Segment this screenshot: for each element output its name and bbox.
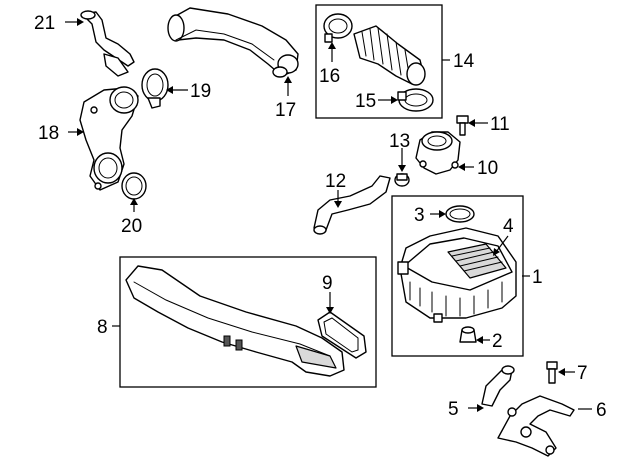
gasket-part bbox=[121, 172, 147, 200]
callout-18-label: 18 bbox=[38, 123, 59, 144]
callout-9-label: 9 bbox=[322, 273, 333, 294]
callout-14-label: 14 bbox=[453, 51, 475, 72]
callout-19-label: 19 bbox=[190, 81, 211, 102]
outlet-hose-part bbox=[353, 25, 426, 86]
callout-10-label: 10 bbox=[477, 158, 498, 179]
mount-bracket-part bbox=[497, 395, 575, 457]
callout-5-label: 5 bbox=[448, 399, 459, 420]
intake-tube-part bbox=[167, 7, 299, 77]
callout-11-label: 11 bbox=[490, 114, 510, 135]
bolt-7-part bbox=[546, 361, 558, 384]
clamp-16-part bbox=[323, 13, 353, 43]
callout-3-label: 3 bbox=[414, 205, 425, 226]
air-cleaner-housing-part bbox=[397, 227, 517, 323]
callout-7-label: 7 bbox=[577, 363, 588, 384]
callout-1-label: 1 bbox=[532, 267, 543, 288]
callout-16-label: 16 bbox=[319, 66, 340, 87]
bolt-11-part bbox=[456, 115, 469, 136]
seal-ring-part bbox=[445, 205, 475, 223]
clamp-17-part bbox=[272, 66, 288, 78]
callout-6-label: 6 bbox=[596, 400, 607, 421]
callout-13-label: 13 bbox=[389, 131, 410, 152]
clamp-15-part bbox=[397, 88, 434, 112]
callout-12-label: 12 bbox=[325, 171, 346, 192]
outlet-adapter-part bbox=[415, 131, 461, 175]
grommet-13-part bbox=[394, 173, 410, 187]
grommet-2-part bbox=[459, 326, 477, 343]
hose-group-box bbox=[315, 4, 443, 119]
callout-20-label: 20 bbox=[121, 216, 142, 237]
callout-15-label: 15 bbox=[355, 91, 376, 112]
throttle-adapter-part bbox=[79, 86, 139, 191]
callout-8-label: 8 bbox=[97, 317, 108, 338]
inlet-duct-group-box bbox=[119, 256, 377, 388]
clamp-19-part bbox=[141, 68, 169, 109]
callout-2-label: 2 bbox=[492, 331, 503, 352]
drain-hose-part bbox=[481, 365, 515, 407]
leader-lines bbox=[65, 18, 592, 412]
callout-17-label: 17 bbox=[275, 100, 296, 121]
vent-tube-part bbox=[80, 10, 135, 77]
inlet-duct-part bbox=[125, 265, 345, 377]
callout-21-label: 21 bbox=[34, 13, 55, 34]
vent-hose-part bbox=[313, 175, 391, 235]
callout-4-label: 4 bbox=[503, 216, 514, 237]
